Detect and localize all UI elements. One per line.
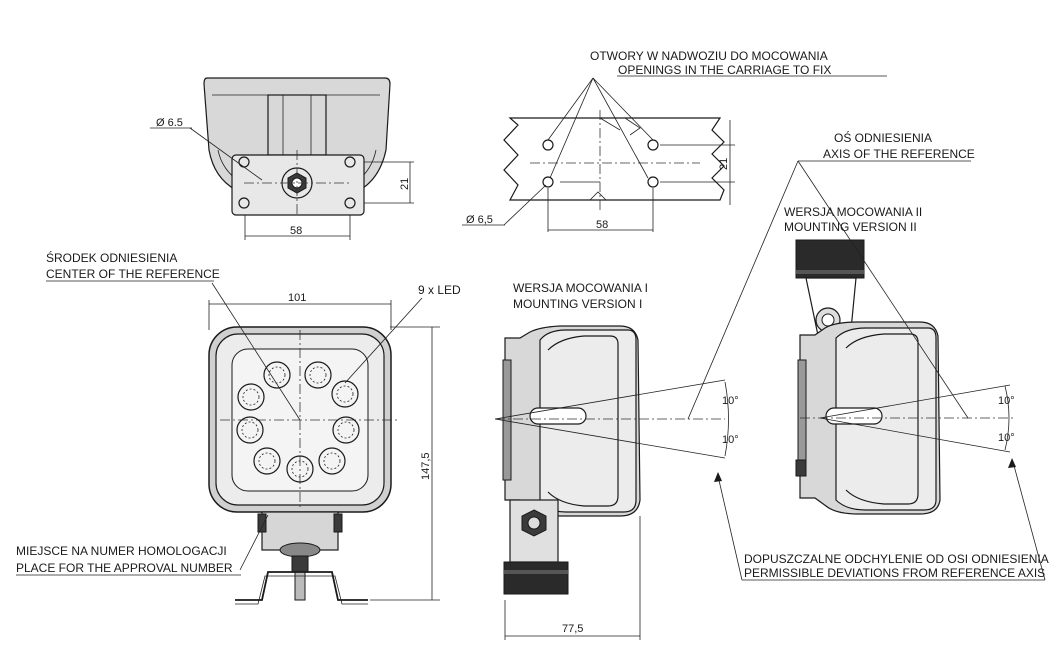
dim-101: 101 xyxy=(288,292,306,304)
top-view xyxy=(150,77,414,240)
side-view-version-1 xyxy=(494,325,729,640)
dim-21-plate: 21 xyxy=(718,158,730,170)
label-srodek-pl: ŚRODEK ODNIESIENIA xyxy=(46,250,177,265)
label-wersja1-pl: WERSJA MOCOWANIA I xyxy=(513,281,648,295)
label-os-pl: OŚ ODNIESIENIA xyxy=(834,130,932,145)
angle-v2-up: 10° xyxy=(998,395,1015,407)
label-dopuszczalne-pl: DOPUSZCZALNE ODCHYLENIE OD OSI ODNIESIEN… xyxy=(744,552,1049,566)
label-otwory-pl: OTWORY W NADWOZIU DO MOCOWANIA xyxy=(590,49,828,63)
dim-147: 147,5 xyxy=(420,452,432,480)
front-view xyxy=(208,282,440,605)
side-view-version-2 xyxy=(795,239,1015,515)
label-wersja2-pl: WERSJA MOCOWANIA II xyxy=(784,205,922,219)
label-os-en: AXIS OF THE REFERENCE xyxy=(823,147,975,161)
label-dopuszczalne-en: PERMISSIBLE DEVIATIONS FROM REFERENCE AX… xyxy=(744,566,1045,580)
led-ring xyxy=(236,361,360,483)
dim-hole-plate: Ø 6,5 xyxy=(466,214,493,226)
mounting-plate-view xyxy=(462,77,735,232)
dim-hole-top: Ø 6.5 xyxy=(156,117,183,129)
angle-v1-down: 10° xyxy=(722,434,739,446)
label-miejsce-en: PLACE FOR THE APPROVAL NUMBER xyxy=(16,561,233,575)
angle-v1-up: 10° xyxy=(722,395,739,407)
label-led: 9 x LED xyxy=(418,283,461,297)
dim-58-plate: 58 xyxy=(596,219,608,231)
label-wersja1-en: MOUNTING VERSION I xyxy=(513,297,642,311)
label-wersja2-en: MOUNTING VERSION II xyxy=(784,220,917,234)
label-otwory-en: OPENINGS IN THE CARRIAGE TO FIX xyxy=(618,63,831,77)
angle-v2-down: 10° xyxy=(998,432,1015,444)
label-miejsce-pl: MIEJSCE NA NUMER HOMOLOGACJI xyxy=(16,544,227,558)
dim-77: 77,5 xyxy=(562,623,583,635)
dim-58-top: 58 xyxy=(290,225,302,237)
dim-21-top: 21 xyxy=(399,178,411,190)
label-srodek-en: CENTER OF THE REFERENCE xyxy=(46,267,220,281)
